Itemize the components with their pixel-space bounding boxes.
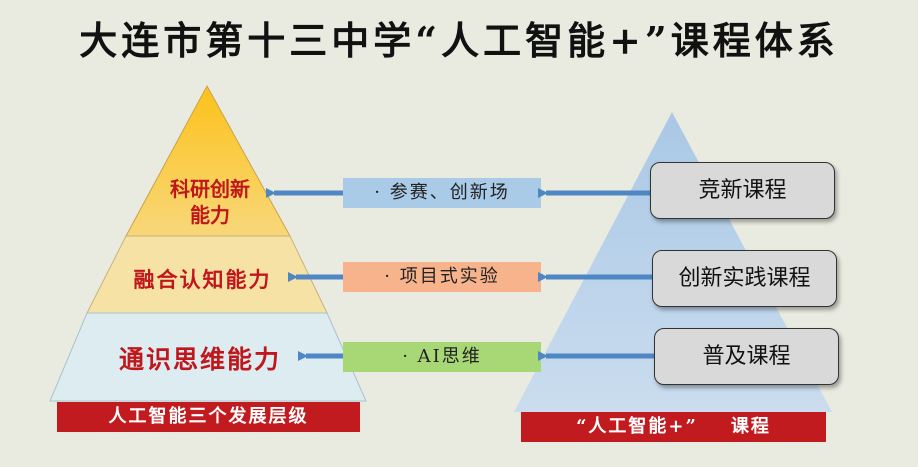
pyramid-tier-bottom (49, 312, 367, 402)
middle-item-3: · AI思维 (402, 346, 482, 367)
course-box-2: 创新实践课程 (652, 250, 837, 307)
middle-item-1: · 参赛、创新场 (374, 182, 510, 203)
level-bottom-label: 通识思维能力 (118, 345, 281, 374)
right-banner-bg (521, 412, 826, 442)
middle-box-1-bg (343, 178, 541, 208)
level-top-label: 科研创新 融合认知能力 能力 (145, 176, 275, 228)
left-banner: 人工智能三个发展层级 (108, 406, 309, 427)
course-box-3: 普及课程 (654, 328, 839, 385)
course-box-1: 竞新课程 (650, 162, 835, 219)
level-top-label-line1: 科研创新 (170, 177, 250, 201)
right-banner: “人工智能+” 课程 (576, 416, 771, 437)
middle-item-2: · 项目式实验 (384, 266, 500, 287)
left-banner-bg (57, 402, 360, 432)
level-top-label-line2-text: 能力 (190, 203, 230, 227)
middle-box-3-bg (343, 342, 541, 372)
level-middle-label: 融合认知能力 (133, 267, 272, 292)
page-title: 大连市第十三中学“人工智能+”课程体系 (79, 18, 839, 63)
middle-box-2-bg (343, 262, 541, 292)
